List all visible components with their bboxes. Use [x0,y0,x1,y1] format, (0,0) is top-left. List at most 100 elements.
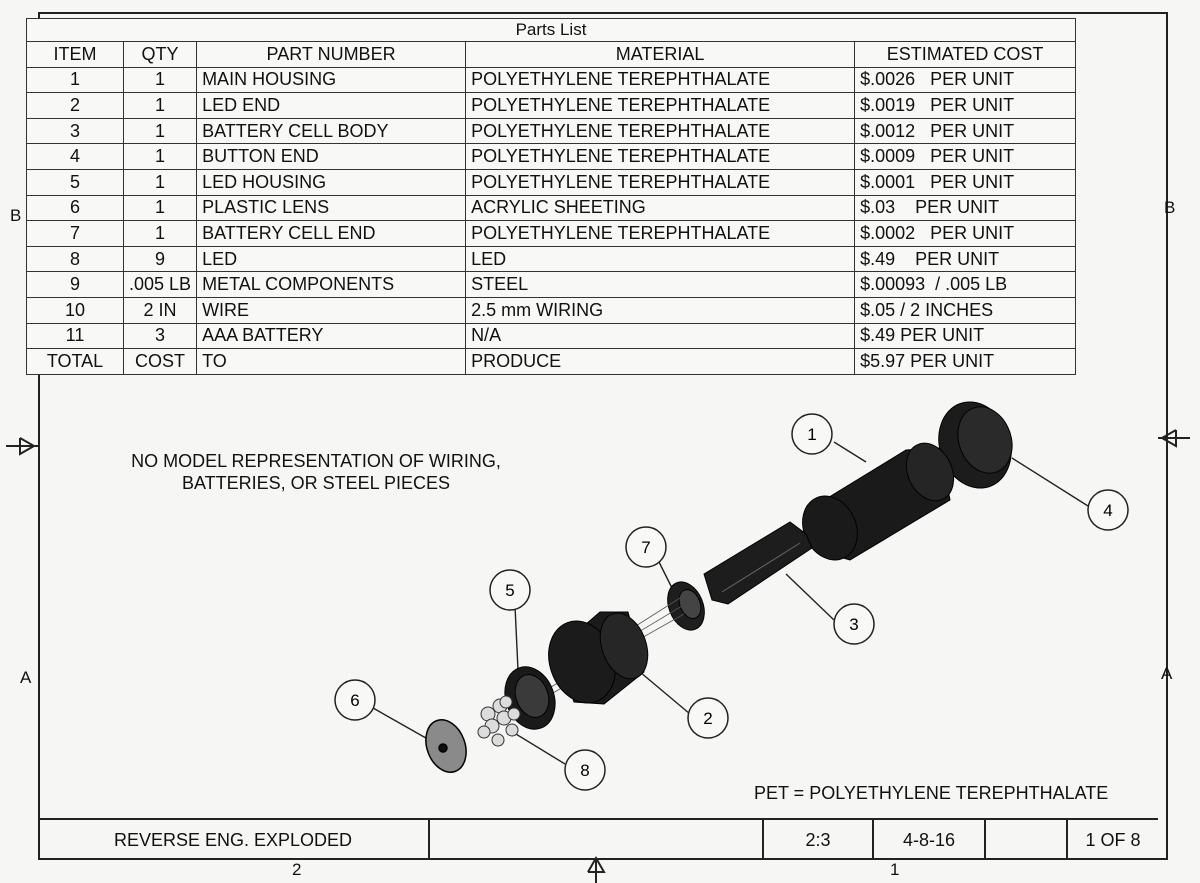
balloon-4: 4 [1087,489,1129,531]
header-qty: QTY [122,41,198,68]
cell-estimated-cost: $.0026 PER UNIT [854,66,1076,94]
cell-material: POLYETHYLENE TEREPHTHALATE [465,143,856,170]
title-block-blank [430,820,764,860]
title-block-scale: 2:3 [764,820,874,860]
cell-estimated-cost: $5.97 PER UNIT [854,348,1076,375]
button-end-part [938,401,1013,489]
balloon-5: 5 [489,569,531,611]
centering-arrow-right [1158,429,1190,448]
model-note-line-2: BATTERIES, OR STEEL PIECES [181,473,451,493]
cell-estimated-cost: $.05 / 2 INCHES [854,296,1076,324]
balloon-2: 2 [687,697,729,739]
balloon-number: 3 [849,615,858,634]
cell-estimated-cost: $.0002 PER UNIT [854,220,1076,247]
cell-material: POLYETHYLENE TEREPHTHALATE [465,66,856,94]
cell-item: 3 [26,117,124,145]
cell-estimated-cost: $.03 PER UNIT [854,194,1076,222]
cell-qty: 9 [122,245,198,273]
cell-part-number: LED [196,245,467,273]
balloon-1: 1 [791,413,833,455]
cell-part-number: PLASTIC LENS [196,194,467,222]
cell-part-number: TO [196,348,467,375]
title-block: REVERSE ENG. EXPLODED 2:3 4-8-16 1 OF 8 [38,818,1158,860]
cell-qty: 1 [122,194,198,222]
led-end-part [548,611,649,705]
cell-qty: COST [122,348,198,375]
title-block-date: 4-8-16 [874,820,986,860]
zone-b-left: B [10,206,22,225]
leader-lines [372,441,1089,765]
cell-estimated-cost: $.49 PER UNIT [854,245,1076,273]
zone-col-1: 1 [890,860,900,879]
cell-item: 10 [26,296,124,324]
parts-list-table: Parts List ITEM QTY PART NUMBER MATERIAL… [26,18,1076,375]
parts-list-caption: Parts List [26,18,1076,42]
balloon-number: 2 [703,709,712,728]
header-material: MATERIAL [465,41,856,68]
pet-note: PET = POLYETHYLENE TEREPHTHALATE [754,783,1109,803]
cell-part-number: BUTTON END [196,143,467,170]
cell-qty: 1 [122,220,198,247]
header-estimated-cost: ESTIMATED COST [854,41,1076,68]
cell-material: ACRYLIC SHEETING [465,194,856,222]
led-cluster-part [477,695,521,747]
model-note: NO MODEL REPRESENTATION OF WIRING, BATTE… [106,450,526,494]
balloon-6: 6 [334,679,376,721]
cell-part-number: BATTERY CELL BODY [196,117,467,145]
main-housing-part [802,442,955,561]
cell-qty: 1 [122,117,198,145]
cell-material: POLYETHYLENE TEREPHTHALATE [465,92,856,119]
cell-estimated-cost: $.0012 PER UNIT [854,117,1076,145]
cell-item: 6 [26,194,124,222]
balloon-number: 5 [505,581,514,600]
cell-estimated-cost: $.0009 PER UNIT [854,143,1076,170]
balloon-number: 6 [350,691,359,710]
cell-qty: .005 LB [122,271,198,298]
balloon-number: 4 [1103,501,1112,520]
balloon-8: 8 [564,749,606,791]
zone-b-right: B [1164,198,1176,217]
zone-col-2: 2 [292,860,302,879]
cell-estimated-cost: $.0019 PER UNIT [854,92,1076,119]
cell-item: TOTAL [26,348,124,375]
cell-material: POLYETHYLENE TEREPHTHALATE [465,220,856,247]
plastic-lens-part [425,719,467,773]
zone-a-right: A [1161,664,1173,683]
balloon-3: 3 [833,603,875,645]
parts-list-header-row: ITEM QTY PART NUMBER MATERIAL ESTIMATED … [26,41,1076,68]
cell-material: N/A [465,322,856,350]
title-block-sheet-number: 1 OF 8 [1085,829,1141,850]
cell-item: 5 [26,168,124,196]
balloon-7: 7 [625,526,667,568]
cell-estimated-cost: $.0001 PER UNIT [854,168,1076,196]
cell-material: PRODUCE [465,348,856,375]
cell-material: POLYETHYLENE TEREPHTHALATE [465,117,856,145]
cell-estimated-cost: $.00093 / .005 LB [854,271,1076,298]
zone-a-left: A [20,668,32,687]
cell-material: STEEL [465,271,856,298]
balloon-number: 7 [641,538,650,557]
centering-arrow-bottom [587,855,606,883]
cell-qty: 1 [122,92,198,119]
title-block-blank-2 [986,820,1068,860]
centering-arrow-left [6,437,38,456]
cell-item: 11 [26,322,124,350]
battery-cell-end-part [667,581,705,631]
cell-estimated-cost: $.49 PER UNIT [854,322,1076,350]
model-note-line-1: NO MODEL REPRESENTATION OF WIRING, [131,451,501,471]
cell-part-number: LED HOUSING [196,168,467,196]
battery-cell-body-part [703,521,813,605]
cell-item: 2 [26,92,124,119]
cell-material: 2.5 mm WIRING [465,296,856,324]
